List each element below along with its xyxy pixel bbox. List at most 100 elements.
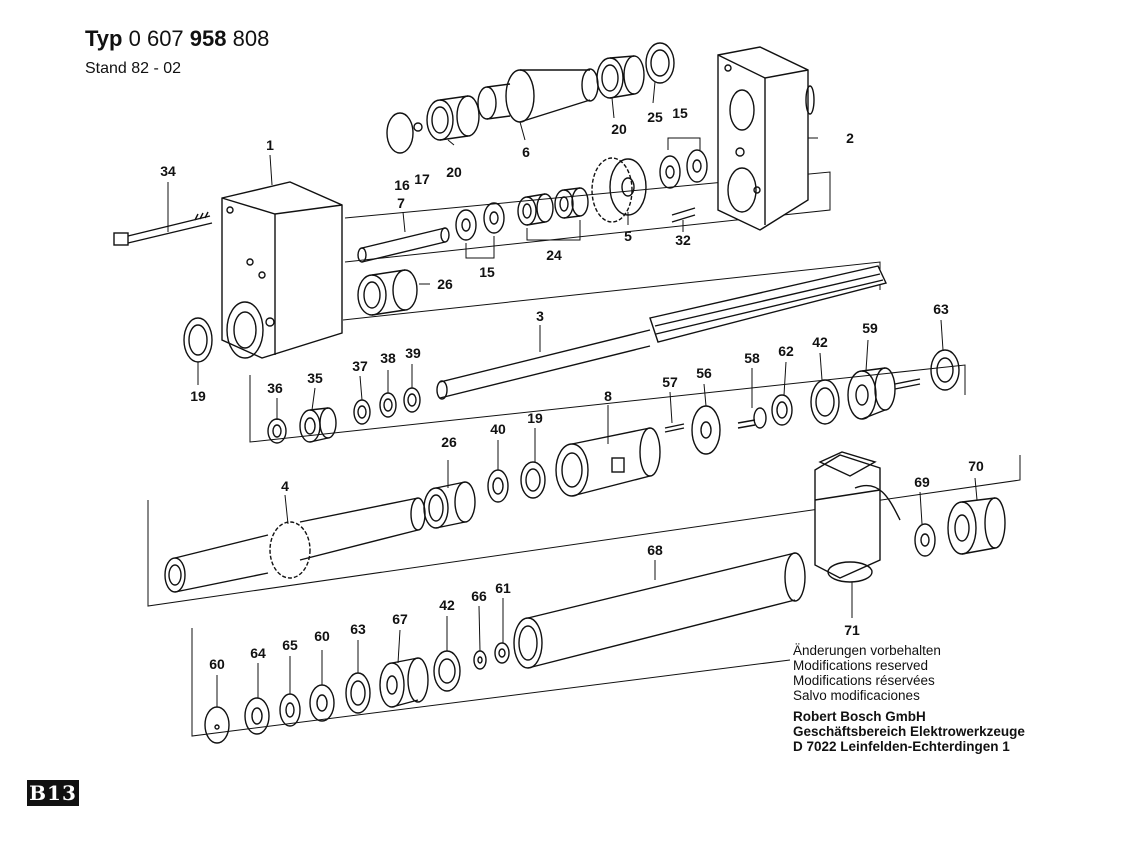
screw-57: [664, 423, 685, 433]
label-part-38: 38: [380, 350, 396, 366]
label-part-32: 32: [675, 232, 691, 248]
washer-40: [487, 469, 509, 503]
leader-lines: [167, 81, 978, 707]
company-name: Robert Bosch GmbH: [793, 709, 926, 724]
housing-2: [717, 46, 815, 231]
ring-16: [386, 112, 414, 154]
bearings-24: [517, 187, 589, 226]
washer-60-right: [309, 684, 335, 722]
ring-39: [403, 387, 421, 413]
bearing-26-upper: [357, 269, 418, 316]
label-part-59: 59: [862, 320, 878, 336]
pinion-shaft-4: [164, 497, 426, 593]
label-part-15b: 15: [479, 264, 495, 280]
company-division: Geschäftsbereich Elektrowerkzeuge: [793, 724, 1025, 739]
pin-7: [357, 227, 450, 263]
label-part-70: 70: [968, 458, 984, 474]
label-part-39: 39: [405, 345, 421, 361]
label-part-40: 40: [490, 421, 506, 437]
label-part-66: 66: [471, 588, 487, 604]
bearing-20-left: [426, 95, 480, 141]
part-labels: 1 2 3 4 5 6 7 8 15 15 16 17 19 19 20 20 …: [160, 105, 984, 672]
seal-25: [645, 42, 675, 84]
washer-60-left: [204, 706, 230, 744]
label-part-37: 37: [352, 358, 368, 374]
label-part-35: 35: [307, 370, 323, 386]
pinion-6: [477, 68, 599, 123]
spline-shaft-3: [436, 265, 887, 400]
label-part-34: 34: [160, 163, 176, 179]
stand-value: 82 - 02: [131, 60, 182, 77]
label-part-58: 58: [744, 350, 760, 366]
bearing-42-lower: [433, 650, 461, 692]
nut-61: [494, 642, 510, 664]
ball-17: [413, 122, 423, 132]
label-part-63b: 63: [350, 621, 366, 637]
bearing-70: [947, 497, 1006, 555]
typ-prefix: 0 607: [128, 26, 184, 51]
washer-69: [914, 523, 936, 557]
label-part-17: 17: [414, 171, 430, 187]
seal-63-lower: [345, 672, 371, 714]
label-part-65: 65: [282, 637, 298, 653]
ring-62: [771, 394, 793, 426]
label-part-1: 1: [266, 137, 274, 153]
washer-64: [244, 697, 270, 735]
pin-58: [737, 407, 767, 429]
tube-68: [513, 552, 806, 669]
note-fr: Modifications réservées: [793, 673, 935, 688]
label-part-69: 69: [914, 474, 930, 490]
stand-line: Stand 82 - 02: [85, 60, 181, 78]
typ-suffix: 808: [232, 26, 270, 51]
label-part-7: 7: [397, 195, 405, 211]
label-part-24: 24: [546, 247, 562, 263]
bearing-42-upper: [810, 379, 840, 425]
bearing-20-right: [596, 55, 645, 99]
washer-65: [279, 693, 301, 727]
note-en: Modifications reserved: [793, 658, 929, 673]
label-part-19a: 19: [190, 388, 206, 404]
housing-1: [221, 181, 343, 359]
stand-label: Stand: [85, 60, 127, 77]
label-part-62: 62: [778, 343, 794, 359]
label-part-60a: 60: [209, 656, 225, 672]
seal-19-upper: [183, 317, 213, 363]
label-part-2: 2: [846, 130, 854, 146]
plug-67: [379, 657, 429, 708]
typ-bold: 958: [189, 26, 227, 51]
modification-notes: Änderungen vorbehalten Modifications res…: [793, 643, 941, 703]
ring-37: [353, 399, 371, 425]
seal-19-lower: [520, 461, 546, 499]
label-part-26a: 26: [437, 276, 453, 292]
label-part-5: 5: [624, 228, 632, 244]
pin-32: [671, 207, 696, 223]
label-part-63a: 63: [933, 301, 949, 317]
company-location: D 7022 Leinfelden-Echterdingen 1: [793, 739, 1010, 754]
type-number: Typ 0 607 958 808: [85, 26, 269, 52]
label-part-19b: 19: [527, 410, 543, 426]
label-part-36: 36: [267, 380, 283, 396]
screw-34: [113, 211, 213, 246]
label-part-26b: 26: [441, 434, 457, 450]
label-part-3: 3: [536, 308, 544, 324]
label-part-8: 8: [604, 388, 612, 404]
flange-56: [691, 405, 721, 455]
label-part-42b: 42: [439, 597, 455, 613]
label-part-67: 67: [392, 611, 408, 627]
label-part-6: 6: [522, 144, 530, 160]
washers-15-lower: [455, 202, 505, 241]
label-part-25: 25: [647, 109, 663, 125]
note-de: Änderungen vorbehalten: [793, 643, 941, 658]
label-part-42a: 42: [812, 334, 828, 350]
company-address: Robert Bosch GmbH Geschäftsbereich Elekt…: [793, 709, 1025, 754]
bushing-26-lower: [423, 481, 476, 529]
switch-71: [814, 451, 901, 583]
page-badge: B13: [27, 780, 79, 806]
nut-35: [299, 407, 337, 443]
label-part-71: 71: [844, 622, 860, 638]
label-part-15a: 15: [672, 105, 688, 121]
bushing-59: [847, 367, 921, 420]
label-part-16: 16: [394, 177, 410, 193]
seal-63-upper: [930, 349, 960, 391]
